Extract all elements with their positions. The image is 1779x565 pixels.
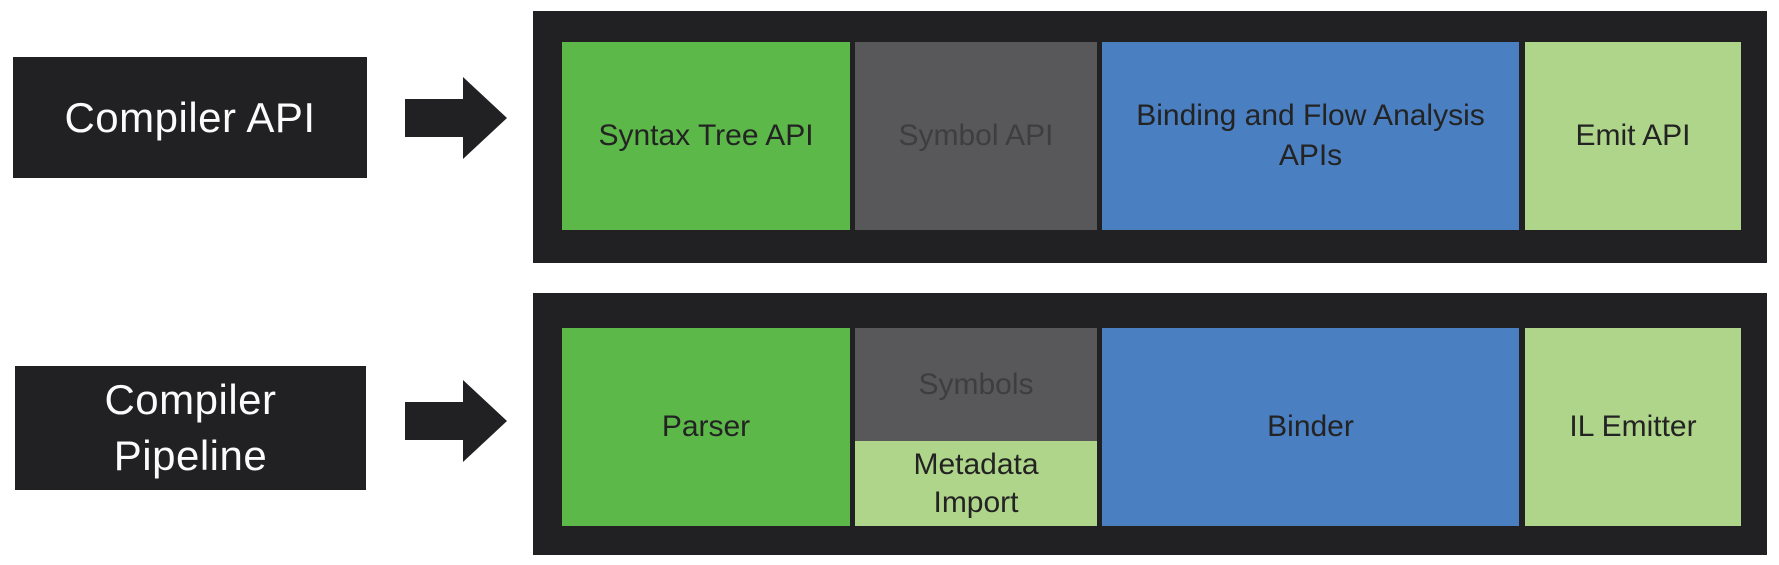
box-il-emitter-text: IL Emitter <box>1569 410 1697 443</box>
box-syntax-tree-api-text: Syntax Tree API <box>598 119 814 152</box>
arrow-right-icon <box>405 77 507 159</box>
arrow-right-icon <box>405 380 507 462</box>
compiler-pipeline-label-text: Compiler Pipeline <box>104 376 277 479</box>
box-parser: Parser <box>562 328 850 526</box>
compiler-api-label: Compiler API <box>13 57 367 178</box>
box-parser-text: Parser <box>661 410 751 443</box>
box-syntax-tree-api: Syntax Tree API <box>562 42 850 230</box>
box-binding-flow-analysis-apis-text: Binding and Flow Analysis APIs <box>1136 99 1485 172</box>
box-symbols: Symbols <box>855 328 1097 441</box>
box-symbols-text: Symbols <box>918 367 1034 401</box>
compiler-api-container: Syntax Tree API Symbol API Binding and F… <box>533 11 1767 263</box>
box-metadata-import-text: Metadata Import <box>913 447 1039 519</box>
symbols-metadata-column: Symbols Metadata Import <box>855 328 1097 526</box>
box-metadata-import: Metadata Import <box>855 441 1097 526</box>
box-symbol-api-text: Symbol API <box>898 119 1054 152</box>
compiler-api-label-text: Compiler API <box>64 93 316 141</box>
compiler-pipeline-container: Parser Symbols Metadata Import Binder IL… <box>533 293 1767 555</box>
box-emit-api: Emit API <box>1525 42 1741 230</box>
box-binding-flow-analysis-apis: Binding and Flow Analysis APIs <box>1102 42 1519 230</box>
box-symbol-api: Symbol API <box>855 42 1097 230</box>
box-emit-api-text: Emit API <box>1575 119 1691 152</box>
compiler-pipeline-label: Compiler Pipeline <box>15 366 366 490</box>
box-binder: Binder <box>1102 328 1519 526</box>
box-binder-text: Binder <box>1267 410 1354 443</box>
box-il-emitter: IL Emitter <box>1525 328 1741 526</box>
